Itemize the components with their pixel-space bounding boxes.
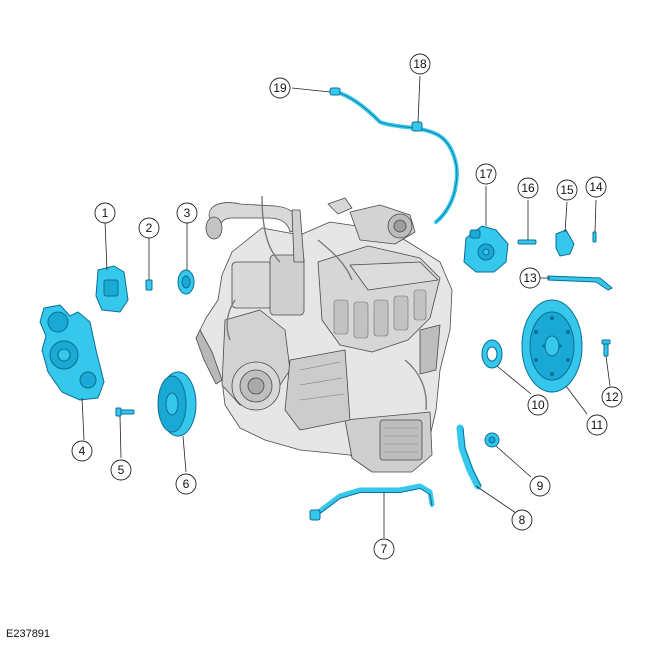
callout-14-circle — [585, 176, 607, 198]
callout-5-circle — [110, 459, 132, 481]
callout-10: 10 — [527, 394, 549, 416]
callout-3-circle — [176, 202, 198, 224]
callout-17-circle — [475, 163, 497, 185]
callout-8-circle — [511, 509, 533, 531]
callout-19: 19 — [269, 77, 291, 99]
callout-3: 3 — [176, 202, 198, 224]
callout-12-label: 12 — [605, 390, 619, 404]
callout-18-circle — [409, 53, 431, 75]
callout-2: 2 — [138, 217, 160, 239]
callout-19-label: 19 — [273, 81, 287, 95]
part-16-pin — [517, 239, 537, 245]
callout-15: 15 — [556, 179, 578, 201]
callout-9: 9 — [529, 475, 551, 497]
callout-8: 8 — [511, 509, 533, 531]
part-13-bracket — [547, 275, 613, 291]
part-15-bracket — [555, 229, 575, 257]
part-6-damper — [157, 371, 197, 437]
part-18-clip — [411, 121, 423, 132]
part-12-bolt — [601, 339, 611, 357]
callout-16: 16 — [517, 177, 539, 199]
callout-7: 7 — [373, 538, 395, 560]
part-8-hose — [456, 424, 482, 490]
part-19-connector — [329, 87, 341, 96]
callout-18: 18 — [409, 53, 431, 75]
engine-assembly — [195, 195, 453, 473]
callout-10-circle — [527, 394, 549, 416]
callout-16-circle — [517, 177, 539, 199]
part-7-tube — [313, 483, 435, 517]
part-17-pump — [463, 225, 509, 273]
callout-14-label: 14 — [589, 180, 603, 194]
callout-12: 12 — [601, 386, 623, 408]
callout-2-circle — [138, 217, 160, 239]
callout-13: 13 — [519, 267, 541, 289]
part-18-line — [334, 90, 459, 224]
callout-11-circle — [586, 414, 608, 436]
callout-6: 6 — [175, 473, 197, 495]
part-14-stud — [592, 231, 597, 243]
callout-15-circle — [556, 179, 578, 201]
callout-13-circle — [519, 267, 541, 289]
callout-8-label: 8 — [519, 513, 526, 527]
leader-lines — [81, 75, 611, 538]
callout-11-label: 11 — [591, 418, 604, 432]
callout-2-label: 2 — [146, 221, 153, 235]
callout-16-label: 16 — [521, 181, 535, 195]
part-11-flexplate — [521, 299, 583, 393]
callout-5: 5 — [110, 459, 132, 481]
callout-7-circle — [373, 538, 395, 560]
part-4-front-cover — [39, 304, 105, 401]
callout-4: 4 — [71, 440, 93, 462]
part-5-bolt — [115, 407, 135, 417]
callout-1-circle — [94, 202, 116, 224]
callout-3-label: 3 — [184, 206, 191, 220]
callout-11: 11 — [586, 414, 608, 436]
part-7-fitting — [309, 509, 321, 521]
callout-4-label: 4 — [79, 444, 86, 458]
callout-18-label: 18 — [413, 57, 427, 71]
callout-5-label: 5 — [118, 463, 125, 477]
callout-1-label: 1 — [102, 206, 109, 220]
callout-14: 14 — [585, 176, 607, 198]
callout-1: 1 — [94, 202, 116, 224]
callout-10-label: 10 — [531, 398, 545, 412]
part-1-housing — [95, 265, 129, 313]
callout-19-circle — [269, 77, 291, 99]
part-3-pulley — [177, 269, 195, 295]
callout-9-label: 9 — [537, 479, 544, 493]
callout-13-label: 13 — [523, 271, 537, 285]
callout-6-circle — [175, 473, 197, 495]
callout-15-label: 15 — [560, 183, 574, 197]
figure-id: E237891 — [6, 628, 51, 640]
callout-17: 17 — [475, 163, 497, 185]
part-10-plate — [481, 339, 503, 369]
part-9-cap — [484, 432, 500, 448]
callout-7-label: 7 — [381, 542, 388, 556]
callout-17-label: 17 — [479, 167, 493, 181]
callout-12-circle — [601, 386, 623, 408]
part-2-fastener — [145, 279, 153, 291]
callout-4-circle — [71, 440, 93, 462]
callout-9-circle — [529, 475, 551, 497]
callout-6-label: 6 — [183, 477, 190, 491]
